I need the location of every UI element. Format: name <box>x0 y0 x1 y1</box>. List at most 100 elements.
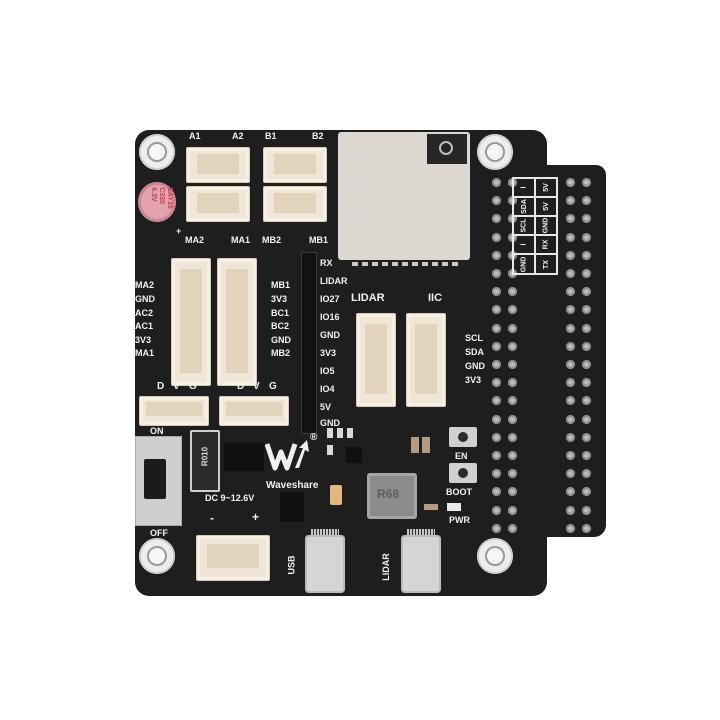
iic-port-title: IIC <box>428 292 443 304</box>
header-pin <box>508 523 517 533</box>
header-pin <box>582 523 591 533</box>
usb-c-port-lidar[interactable] <box>401 529 441 593</box>
header-pin <box>566 523 575 533</box>
label-b1: B1 <box>265 131 277 141</box>
header-pin <box>492 269 501 278</box>
module-pad <box>392 262 398 266</box>
cap-line-2: C330 <box>157 187 165 204</box>
power-switch[interactable] <box>135 436 182 526</box>
regulator-ic <box>280 492 304 522</box>
header-pin <box>582 451 591 460</box>
lidar-connector[interactable] <box>356 313 396 407</box>
boot-button[interactable] <box>449 463 477 483</box>
enc-right-pin-3: BC1 <box>271 308 290 318</box>
pintable-c1-r3: SCL <box>520 218 528 233</box>
module-pad <box>382 262 388 266</box>
module-pad <box>442 262 448 266</box>
servo2-label-d: D <box>237 381 245 392</box>
dc-power-connector[interactable] <box>196 535 270 581</box>
encoder-connector-left[interactable] <box>171 258 211 386</box>
usb-c-port-usb[interactable] <box>305 529 345 593</box>
header-pin <box>492 469 501 479</box>
motor-connector-b[interactable] <box>263 147 327 183</box>
header-pin <box>492 432 501 442</box>
pintable-c1-r2: SDA <box>520 199 528 214</box>
servo2-label-v: V <box>253 381 260 392</box>
mounting-hole-bottom-left <box>139 538 175 574</box>
header-pin <box>508 505 517 515</box>
header-pin <box>508 305 517 315</box>
enc-left-pin-2: GND <box>135 294 155 304</box>
servo1-label-v: V <box>173 381 180 392</box>
header-pin <box>492 250 501 260</box>
dc-minus-label: - <box>210 511 214 525</box>
header-pin <box>492 341 501 351</box>
cap-polarity: + <box>176 226 182 236</box>
module-pad <box>412 262 418 266</box>
header-pin <box>566 305 575 315</box>
header-pin <box>508 432 517 442</box>
pwr-led-label: PWR <box>449 515 470 525</box>
enc-left-pin-1: MA2 <box>135 280 155 290</box>
motor-connector-ma[interactable] <box>186 186 250 222</box>
enc-left-pin-5: 3V3 <box>135 335 152 345</box>
boot-button-label: BOOT <box>446 487 472 497</box>
label-ma2: MA2 <box>185 235 205 245</box>
header-pin <box>508 414 517 424</box>
header-pin <box>582 360 591 369</box>
label-ma1: MA1 <box>231 235 251 245</box>
gpio-pin-lidar: LIDAR <box>320 276 348 286</box>
gpio-pin-5v: 5V <box>320 402 332 412</box>
label-b2: B2 <box>312 131 324 141</box>
enc-right-pin-1: MB1 <box>271 280 291 290</box>
electrolytic-capacitor: EAY15 C330 6.3V <box>138 182 176 222</box>
switch-off-label: OFF <box>150 528 168 538</box>
header-pin <box>566 232 575 242</box>
module-pad <box>452 262 458 266</box>
pwr-resistor <box>424 504 438 510</box>
pin-mapping-table: I SDA SCL I GND 5V 5V GND RX TX <box>512 177 558 275</box>
servo-connector-1[interactable] <box>139 396 209 426</box>
header-pin <box>566 378 575 388</box>
switch-knob[interactable] <box>144 459 166 499</box>
header-pin <box>492 360 501 369</box>
header-pin <box>582 396 591 406</box>
motor-connector-mb[interactable] <box>263 186 327 222</box>
module-pad <box>432 262 438 266</box>
ufl-antenna-connector[interactable] <box>439 141 453 155</box>
header-pin <box>508 378 517 388</box>
servo-connector-2[interactable] <box>219 396 289 426</box>
iic-connector[interactable] <box>406 313 446 407</box>
header-pin <box>566 432 575 442</box>
header-pin <box>582 378 591 388</box>
header-pin <box>566 505 575 515</box>
gpio-pin-io4: IO4 <box>320 384 335 394</box>
brand-name: Waveshare <box>266 480 319 491</box>
header-pin <box>582 269 591 278</box>
gpio-header-strip[interactable] <box>301 252 317 434</box>
header-pin <box>492 451 501 460</box>
enc-right-pin-5: GND <box>271 335 291 345</box>
lidar-port-title: LIDAR <box>351 292 385 304</box>
header-pin <box>508 487 517 497</box>
en-button[interactable] <box>449 427 477 447</box>
header-pin <box>508 287 517 297</box>
header-pin <box>582 250 591 260</box>
header-pin <box>566 287 575 297</box>
header-pin <box>492 305 501 315</box>
header-pin <box>492 196 501 206</box>
iic-pin-sda: SDA <box>465 347 485 357</box>
header-pin <box>566 414 575 424</box>
pintable-c1-r5: GND <box>520 256 528 272</box>
motor-connector-a[interactable] <box>186 147 250 183</box>
gpio-pin-io5: IO5 <box>320 366 335 376</box>
module-pad <box>362 262 368 266</box>
header-pin <box>566 250 575 260</box>
encoder-connector-right[interactable] <box>217 258 257 386</box>
iic-pin-gnd: GND <box>465 361 485 371</box>
mounting-hole-top-right <box>477 134 513 170</box>
enc-left-pin-3: AC2 <box>135 308 154 318</box>
module-pad <box>372 262 378 266</box>
header-pin <box>582 505 591 515</box>
header-pin <box>582 214 591 224</box>
